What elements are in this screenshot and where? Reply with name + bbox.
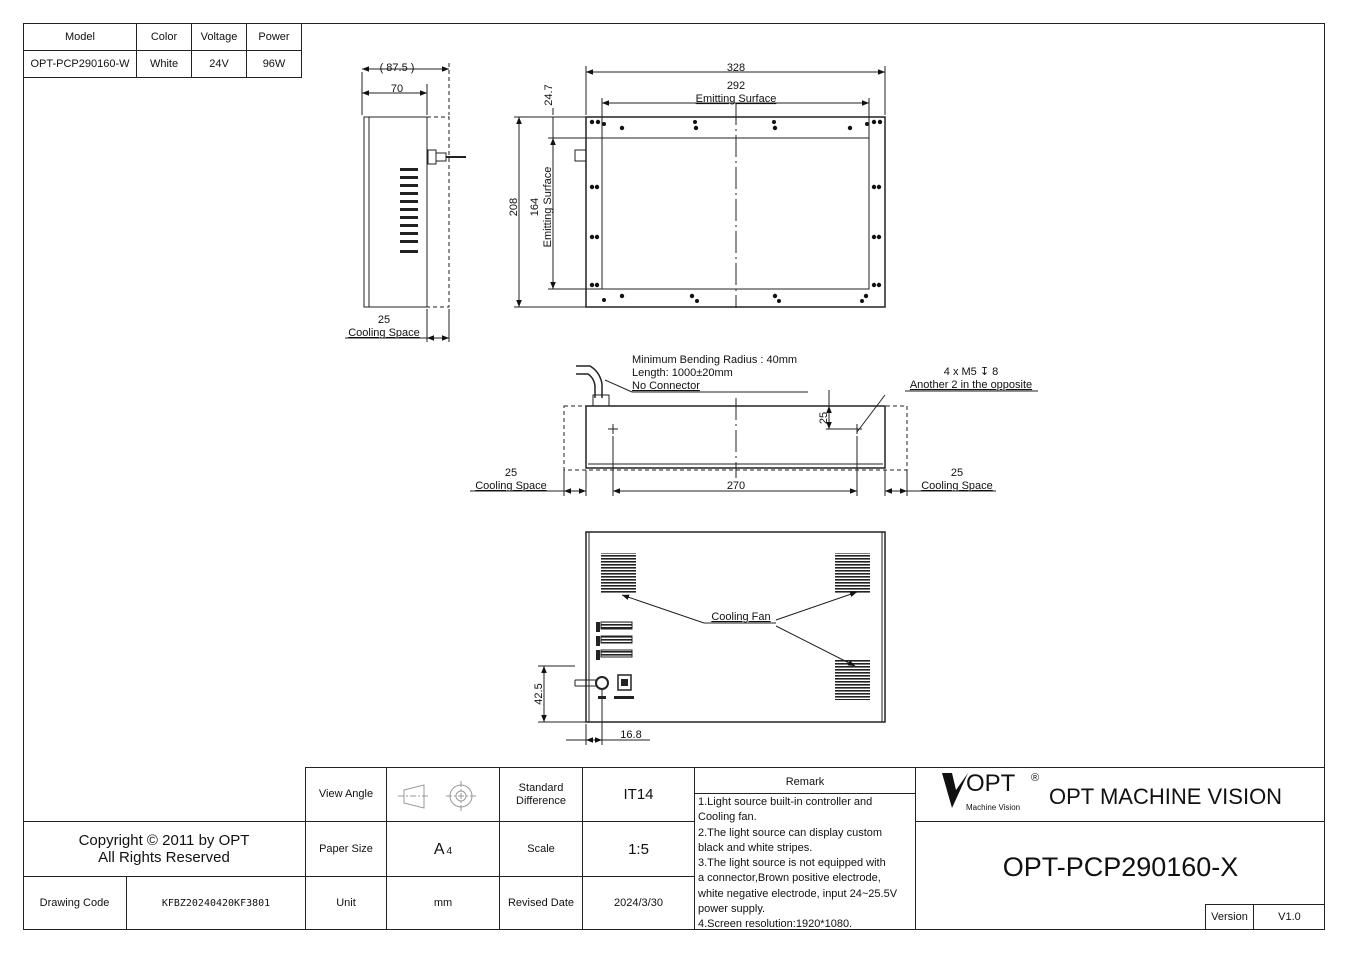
spec-power: 96W xyxy=(246,50,302,78)
remark-line: Cooling fan. xyxy=(698,811,757,824)
side-dim-body: 70 xyxy=(391,83,403,95)
view-angle-symbol xyxy=(398,781,476,811)
front-emit-label-v: Emitting Surface xyxy=(542,167,554,248)
paper-size-sub: 4 xyxy=(446,845,453,857)
spec-model: OPT-PCP290160-W xyxy=(23,50,137,78)
spec-table-row: OPT-PCP290160-W White 24V 96W xyxy=(23,50,302,78)
bottom-dim-screw-depth: 25 xyxy=(818,412,830,424)
revised-date-label: Revised Date xyxy=(507,897,575,909)
bottom-note-radius: Minimum Bending Radius : 40mm xyxy=(632,354,797,366)
remark-list: 1.Light source built-in controller and C… xyxy=(698,795,914,930)
bottom-right-cool-label: Cooling Space xyxy=(921,480,993,492)
remark-line: 1.Light source built-in controller and xyxy=(698,796,873,808)
bottom-dim-hole-span: 270 xyxy=(727,480,745,492)
drawing-frame xyxy=(23,23,1325,930)
paper-size-label: Paper Size xyxy=(319,842,373,855)
version-label: Version xyxy=(1211,911,1248,923)
remark-line: a connector,Brown positive electrode, xyxy=(698,872,881,885)
front-dim-emit-width: 292 xyxy=(727,80,745,92)
remark-line: 3.The light source is not equipped with xyxy=(698,857,886,870)
spec-header-color: Color xyxy=(136,23,192,51)
remark-line: 2.The light source can display custom xyxy=(698,826,883,839)
copyright-line1: Copyright © 2011 by OPT xyxy=(78,832,250,849)
standard-difference-label: Standard Difference xyxy=(516,781,566,807)
spec-table-header-row: Model Color Voltage Power xyxy=(23,23,302,51)
drawing-code-value: KFBZ20240420KF3801 xyxy=(161,898,271,909)
back-dim-cable-height: 42.5 xyxy=(533,683,545,704)
opt-logo-icon xyxy=(942,773,968,808)
fan-grill-right-top xyxy=(835,553,870,594)
side-vents xyxy=(400,168,418,253)
scale-label: Scale xyxy=(527,842,555,855)
remark-line: white negative electrode, input 24~25.5V xyxy=(698,887,898,900)
scale-value: 1:5 xyxy=(628,840,649,858)
spec-table: Model Color Voltage Power OPT-PCP290160-… xyxy=(23,23,302,78)
spec-color: White xyxy=(136,50,192,78)
copyright-line2: All Rights Reserved xyxy=(98,849,230,866)
unit-value: mm xyxy=(433,897,453,909)
side-dim-total: ( 87.5 ) xyxy=(380,62,415,74)
remark-line: black and white stripes. xyxy=(698,841,813,854)
bottom-note-length: Length: 1000±20mm xyxy=(632,367,733,379)
bottom-note-opposite: Another 2 in the opposite xyxy=(910,379,1032,391)
bottom-dim-left-cool: 25 xyxy=(505,467,517,479)
side-cooling-label: Cooling Space xyxy=(348,327,420,339)
front-dim-emit-height: 164 xyxy=(529,198,541,216)
remark-label: Remark xyxy=(785,775,825,788)
unit-label: Unit xyxy=(336,897,356,909)
logo-sub: Machine Vision xyxy=(966,803,1021,812)
back-connectors xyxy=(596,621,633,660)
front-dim-top-offset: 24.7 xyxy=(543,84,555,105)
bottom-note-screws: 4 x M5 ↧ 8 xyxy=(944,366,998,378)
front-dim-width: 328 xyxy=(727,62,745,74)
front-view xyxy=(514,66,886,308)
bottom-dim-right-cool: 25 xyxy=(951,467,963,479)
version-value: V1.0 xyxy=(1278,911,1301,923)
revised-date-value: 2024/3/30 xyxy=(614,897,663,909)
paper-size-value: A xyxy=(433,840,445,858)
view-angle-label: View Angle xyxy=(318,788,374,800)
back-fan-label: Cooling Fan xyxy=(711,611,770,623)
fan-grill-right-bottom xyxy=(835,660,870,700)
remark-line: 4.Screen resolution:1920*1080. xyxy=(698,918,853,930)
part-number: OPT-PCP290160-X xyxy=(1002,851,1239,882)
copyright-cell: Copyright © 2011 by OPT All Rights Reser… xyxy=(23,822,305,876)
logo-text: OPT xyxy=(966,770,1016,797)
front-mounting-holes xyxy=(589,119,883,303)
bottom-view xyxy=(470,365,1038,496)
fan-grill-left xyxy=(601,553,636,594)
drawing-code-label: Drawing Code xyxy=(39,897,110,909)
front-dim-height: 208 xyxy=(508,198,520,216)
side-view xyxy=(345,63,466,342)
remark-line: power supply. xyxy=(698,903,766,916)
bottom-left-cool-label: Cooling Space xyxy=(475,480,547,492)
side-dim-cooling: 25 xyxy=(378,314,390,326)
bottom-note-connector: No Connector xyxy=(632,380,700,392)
logo-registered: ® xyxy=(1031,772,1040,784)
back-view xyxy=(538,531,886,745)
standard-difference-value: IT14 xyxy=(623,786,654,803)
company-name: OPT MACHINE VISION xyxy=(1049,784,1283,809)
back-dim-cable-offset: 16.8 xyxy=(620,729,641,741)
front-emit-label-h: Emitting Surface xyxy=(696,93,777,105)
